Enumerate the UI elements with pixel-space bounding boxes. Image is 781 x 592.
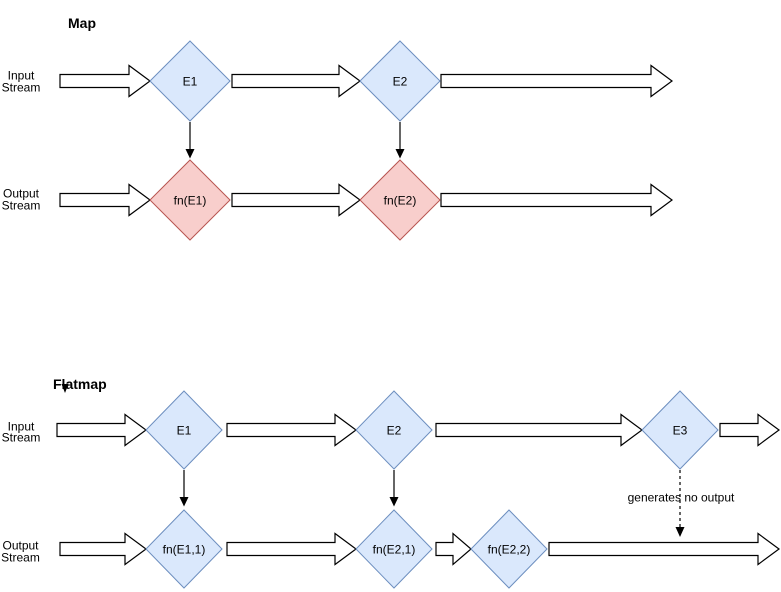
- flatmap-transform-arrow-e2: [389, 470, 399, 507]
- map-event-e1-label: E1: [183, 75, 198, 89]
- flatmap-transform-arrow-e1-head: [179, 497, 189, 507]
- flatmap-event-e3-diamond: [641, 390, 719, 470]
- map-event-e2-label: E2: [393, 75, 408, 89]
- flatmap-event-e2-diamond: [355, 390, 433, 470]
- map-output-stream-label: Output Stream: [2, 187, 41, 213]
- map-output-event-fn-e1-label: fn(E1): [174, 194, 207, 208]
- flatmap-input-stream-arrow-2: [226, 413, 358, 447]
- flatmap-output-event-fn-e2-1-diamond: [355, 509, 433, 589]
- flatmap-input-label-line2: Stream: [2, 431, 41, 445]
- flatmap-event-e1-diamond: [145, 390, 223, 470]
- flatmap-event-e2-label: E2: [387, 424, 402, 438]
- map-event-e1-diamond: [149, 40, 231, 122]
- flatmap-input-stream-arrow-4: [719, 413, 781, 447]
- map-transform-arrow-e1: [185, 122, 195, 159]
- map-output-stream-arrow-1: [59, 183, 152, 217]
- map-output-label-line2: Stream: [2, 199, 41, 213]
- map-section: Map Input Stream E1 E2 Outpu: [2, 15, 674, 241]
- flatmap-input-label-line1: Input: [8, 420, 35, 434]
- flatmap-no-output-arrow-head: [675, 527, 685, 537]
- flatmap-transform-arrow-e2-head: [389, 497, 399, 507]
- flatmap-output-event-fn-e2-2-diamond: [470, 509, 548, 589]
- map-output-event-fn-e1-diamond: [149, 159, 231, 241]
- flatmap-event-e3-label: E3: [673, 424, 688, 438]
- flatmap-title-stray-arrow-icon: [61, 384, 69, 393]
- map-output-event-fn-e2-label: fn(E2): [384, 194, 417, 208]
- flatmap-output-event-fn-e1-1: fn(E1,1): [145, 509, 223, 589]
- map-output-event-fn-e1: fn(E1): [149, 159, 231, 241]
- flatmap-output-label-line2: Stream: [1, 551, 40, 565]
- map-event-e2-diamond: [359, 40, 441, 122]
- map-input-label-line2: Stream: [2, 81, 41, 95]
- map-event-e2: E2: [359, 40, 441, 122]
- flatmap-output-event-fn-e2-1: fn(E2,1): [355, 509, 433, 589]
- flatmap-event-e3: E3: [641, 390, 719, 470]
- flatmap-input-stream-arrow-3: [435, 413, 644, 447]
- map-event-e1: E1: [149, 40, 231, 122]
- flatmap-output-event-fn-e1-1-diamond: [145, 509, 223, 589]
- map-transform-arrow-e1-head: [185, 149, 195, 159]
- flatmap-annotation: generates no output: [628, 491, 735, 505]
- flatmap-event-e1: E1: [145, 390, 223, 470]
- flatmap-section-title: Flatmap: [53, 376, 107, 392]
- map-output-stream-arrow-2: [231, 183, 362, 217]
- map-output-stream-arrow-3: [440, 183, 674, 217]
- map-input-label-line1: Input: [8, 69, 35, 83]
- map-transform-arrow-e2-head: [395, 149, 405, 159]
- flatmap-section: Flatmap Input Stream E1 E2 E3: [1, 376, 781, 589]
- map-section-title: Map: [68, 15, 96, 31]
- flatmap-output-stream-arrow-4: [548, 532, 781, 566]
- map-output-event-fn-e2-diamond: [359, 159, 441, 241]
- flatmap-output-event-fn-e2-2-label: fn(E2,2): [488, 543, 531, 557]
- map-output-event-fn-e2: fn(E2): [359, 159, 441, 241]
- flatmap-transform-arrow-e1: [179, 470, 189, 507]
- flatmap-output-stream-label: Output Stream: [1, 539, 40, 565]
- flatmap-input-stream-arrow-1: [56, 413, 148, 447]
- flatmap-output-stream-arrow-1: [59, 532, 148, 566]
- map-input-stream-arrow-3: [440, 64, 674, 98]
- flatmap-output-stream-arrow-3: [435, 532, 472, 566]
- flatmap-output-event-fn-e1-1-label: fn(E1,1): [163, 543, 206, 557]
- flatmap-output-label-line1: Output: [2, 539, 39, 553]
- flatmap-event-e2: E2: [355, 390, 433, 470]
- map-input-stream-arrow-2: [231, 64, 362, 98]
- flatmap-output-stream-arrow-2: [226, 532, 358, 566]
- map-input-stream-label: Input Stream: [2, 69, 41, 95]
- map-transform-arrow-e2: [395, 122, 405, 159]
- map-output-label-line1: Output: [3, 187, 40, 201]
- flatmap-output-event-fn-e2-1-label: fn(E2,1): [373, 543, 416, 557]
- flatmap-event-e1-label: E1: [177, 424, 192, 438]
- flatmap-no-output-arrow: [675, 470, 685, 537]
- map-input-stream-arrow-1: [59, 64, 152, 98]
- flatmap-output-event-fn-e2-2: fn(E2,2): [470, 509, 548, 589]
- flatmap-input-stream-label: Input Stream: [2, 420, 41, 445]
